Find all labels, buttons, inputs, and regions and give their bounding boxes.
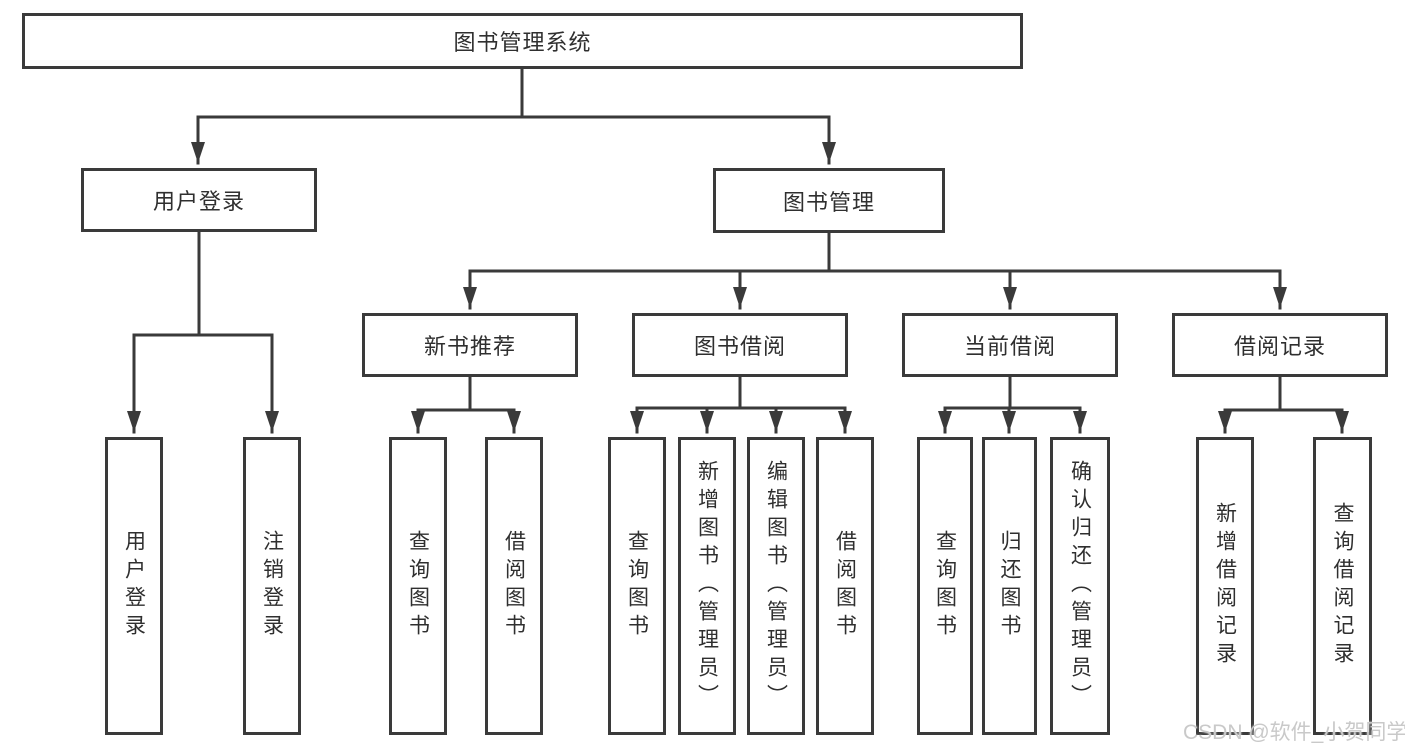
leaf-label: 确认归还（管理员） [1068, 460, 1092, 712]
leaf-query-books-recommend: 查询图书 [389, 437, 447, 735]
leaf-label: 查询图书 [933, 530, 957, 642]
leaf-query-books-current: 查询图书 [917, 437, 973, 735]
leaf-label: 查询图书 [406, 530, 430, 642]
leaf-label: 借阅图书 [502, 530, 526, 642]
node-book-borrow: 图书借阅 [632, 313, 848, 377]
node-new-book-recommend: 新书推荐 [362, 313, 578, 377]
node-label: 图书管理 [782, 189, 875, 215]
node-current-borrow: 当前借阅 [902, 313, 1118, 377]
node-label: 借阅记录 [1233, 334, 1326, 359]
node-book-management: 图书管理 [713, 168, 945, 233]
leaf-label: 注销登录 [260, 530, 284, 642]
node-label: 用户登录 [152, 189, 245, 214]
node-label: 新书推荐 [423, 334, 516, 359]
leaf-label: 查询图书 [625, 530, 649, 642]
leaf-borrow-books: 借阅图书 [816, 437, 874, 735]
leaf-label: 新增借阅记录 [1213, 502, 1237, 670]
leaf-query-books-borrow: 查询图书 [608, 437, 666, 735]
node-label: 图书管理系统 [453, 30, 592, 55]
leaf-user-login: 用户登录 [105, 437, 163, 735]
node-label: 图书借阅 [693, 334, 786, 359]
leaf-borrow-books-recommend: 借阅图书 [485, 437, 543, 735]
leaf-label: 借阅图书 [833, 530, 857, 642]
node-library-management-system: 图书管理系统 [22, 13, 1023, 69]
leaf-add-borrow-record: 新增借阅记录 [1196, 437, 1254, 735]
leaf-label: 归还图书 [998, 530, 1021, 642]
leaf-edit-book-admin: 编辑图书（管理员） [747, 437, 805, 735]
csdn-watermark: CSDN @软件_小贺同学 [1183, 721, 1405, 744]
node-user-login: 用户登录 [81, 168, 317, 232]
leaf-label: 编辑图书（管理员） [764, 460, 788, 712]
leaf-label: 用户登录 [122, 530, 146, 642]
leaf-query-borrow-record: 查询借阅记录 [1313, 437, 1372, 735]
leaf-label: 查询借阅记录 [1331, 502, 1354, 670]
leaf-return-books: 归还图书 [982, 437, 1037, 735]
leaf-label: 新增图书（管理员） [695, 460, 719, 712]
node-borrow-records: 借阅记录 [1172, 313, 1388, 377]
leaf-confirm-return-admin: 确认归还（管理员） [1050, 437, 1110, 735]
leaf-logout: 注销登录 [243, 437, 301, 735]
node-label: 当前借阅 [963, 334, 1056, 359]
leaf-add-book-admin: 新增图书（管理员） [678, 437, 736, 735]
